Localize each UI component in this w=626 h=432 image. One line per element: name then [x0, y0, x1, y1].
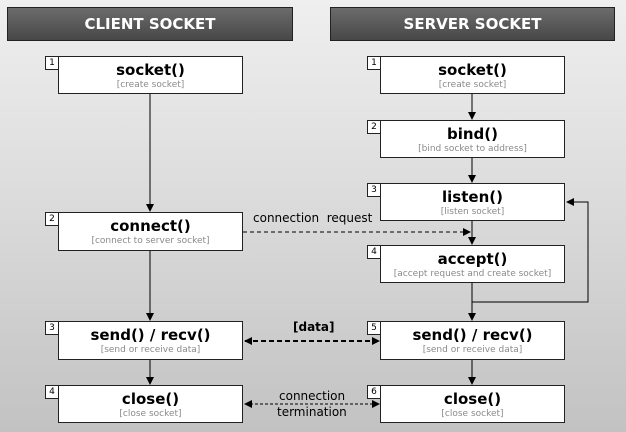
client-connect-description: [connect to server socket] — [91, 236, 210, 246]
server-accept-function: accept() — [437, 250, 508, 268]
client-socket-function: socket() — [116, 61, 185, 79]
arrow-loop-to-listen — [472, 198, 589, 303]
server-socket-description: [create socket] — [438, 80, 507, 90]
server-bind-box: bind() [bind socket to address] — [380, 120, 565, 158]
client-connect-box: connect() [connect to server socket] — [58, 212, 243, 251]
client-step-number-2: 2 — [45, 212, 59, 226]
server-bind-function: bind() — [446, 125, 498, 143]
termination-label-line1: connection — [279, 389, 346, 403]
server-send-recv-box: send() / recv() [send or receive data] — [380, 321, 565, 360]
server-step-number-2: 2 — [367, 120, 381, 134]
data-label: [data] — [293, 320, 335, 334]
server-socket-header: SERVER SOCKET — [330, 7, 615, 41]
server-listen-function: listen() — [442, 188, 503, 206]
connection-request-label: connection request — [253, 211, 373, 225]
client-step-number-1: 1 — [45, 56, 59, 70]
server-accept-box: accept() [accept request and create sock… — [380, 245, 565, 283]
server-socket-function: socket() — [438, 61, 507, 79]
client-socket-box: socket() [create socket] — [58, 56, 243, 94]
server-step-number-5: 5 — [367, 321, 381, 335]
server-step-number-1: 1 — [367, 56, 381, 70]
client-connect-function: connect() — [110, 217, 191, 235]
server-step-number-3: 3 — [367, 183, 381, 197]
client-step-number-3: 3 — [45, 321, 59, 335]
server-listen-description: [listen socket] — [440, 207, 505, 217]
server-socket-box: socket() [create socket] — [380, 56, 565, 94]
termination-label-line2: termination — [277, 405, 347, 419]
server-send-recv-function: send() / recv() — [412, 326, 533, 344]
server-bind-description: [bind socket to address] — [418, 144, 527, 154]
server-send-recv-description: [send or receive data] — [422, 345, 523, 355]
client-socket-description: [create socket] — [116, 80, 185, 90]
server-close-description: [close socket] — [441, 409, 504, 419]
server-step-number-4: 4 — [367, 245, 381, 259]
client-close-function: close() — [121, 390, 180, 408]
client-send-recv-box: send() / recv() [send or receive data] — [58, 321, 243, 360]
client-step-number-4: 4 — [45, 385, 59, 399]
client-send-recv-description: [send or receive data] — [100, 345, 201, 355]
client-socket-header: CLIENT SOCKET — [7, 7, 293, 41]
client-close-box: close() [close socket] — [58, 385, 243, 423]
server-listen-box: listen() [listen socket] — [380, 183, 565, 221]
client-close-description: [close socket] — [119, 409, 182, 419]
server-accept-description: [accept request and create socket] — [393, 269, 552, 279]
server-step-number-6: 6 — [367, 385, 381, 399]
server-close-box: close() [close socket] — [380, 385, 565, 423]
client-send-recv-function: send() / recv() — [90, 326, 211, 344]
server-close-function: close() — [443, 390, 502, 408]
